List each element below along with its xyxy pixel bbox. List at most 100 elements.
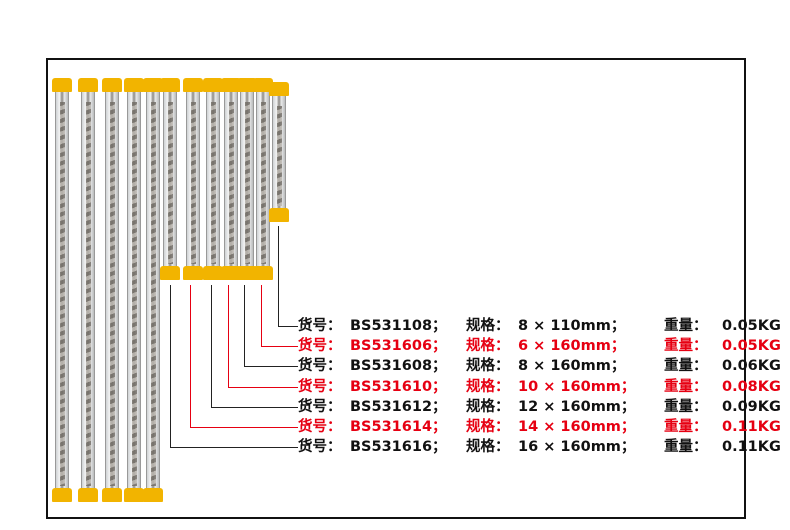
leader-line-vertical xyxy=(170,285,171,448)
spec-row: 货号： BS531108； 规格： 8 × 110mm； 重量： 0.05KG xyxy=(298,316,781,336)
tube-cap xyxy=(183,78,203,92)
drill-bit-tube xyxy=(272,86,286,220)
item-code: BS531616； xyxy=(350,439,447,456)
item-no-label: 货号： xyxy=(298,439,342,456)
weight-label: 重量： xyxy=(664,358,708,375)
spec-label: 规格： xyxy=(466,358,510,375)
drill-bit-tube xyxy=(163,82,177,278)
item-no-label: 货号： xyxy=(298,398,342,415)
tube-cap xyxy=(160,78,180,92)
weight-label: 重量： xyxy=(664,318,708,334)
leader-line-horizontal xyxy=(228,386,298,388)
leader-line-vertical xyxy=(278,226,279,326)
tube-cap xyxy=(237,266,257,280)
spec-row: 货号：BS531610；规格：10 × 160mm；重量：0.08KG xyxy=(298,377,781,397)
drill-bit-tube xyxy=(127,82,141,500)
item-code: BS531610； xyxy=(350,378,447,395)
tube-cap xyxy=(78,78,98,92)
spec-label: 规格： xyxy=(466,439,510,456)
spec-label: 规格： xyxy=(466,419,510,435)
drill-bit-tube xyxy=(224,82,238,278)
spec-row: 货号： BS531616； 规格： 16 × 160mm； 重量： 0.11KG xyxy=(298,437,781,457)
weight-value: 0.09KG xyxy=(722,398,781,415)
leader-line-vertical xyxy=(211,285,212,407)
tube-cap xyxy=(269,208,289,222)
item-no-label: 货号： xyxy=(298,378,342,395)
spec-value: 12 × 160mm； xyxy=(518,398,636,415)
tube-cap xyxy=(52,488,72,502)
leader-line-horizontal xyxy=(170,447,298,449)
image-frame xyxy=(46,58,746,519)
tube-cap xyxy=(102,488,122,502)
spec-value: 10 × 160mm； xyxy=(518,378,636,395)
tube-cap xyxy=(237,78,257,92)
tube-cap xyxy=(221,266,241,280)
leader-line-vertical xyxy=(261,285,262,347)
tube-cap xyxy=(124,78,144,92)
weight-label: 重量： xyxy=(664,398,708,415)
tube-cap xyxy=(78,488,98,502)
spec-label: 规格： xyxy=(466,378,510,395)
spec-row: 货号： BS531612； 规格： 12 × 160mm； 重量： 0.09KG xyxy=(298,397,781,417)
tube-cap xyxy=(183,266,203,280)
drill-bit-tube xyxy=(256,82,270,278)
spec-value: 8 × 160mm； xyxy=(518,358,626,375)
weight-value: 0.11KG xyxy=(722,439,781,456)
item-no-label: 货号： xyxy=(298,318,342,334)
weight-value: 0.05KG xyxy=(722,338,781,355)
weight-value: 0.11KG xyxy=(722,419,781,435)
tube-cap xyxy=(221,78,241,92)
spec-row: 货号： BS531608； 规格： 8 × 160mm； 重量： 0.06KG xyxy=(298,356,781,376)
drill-bit-tube xyxy=(55,82,69,500)
leader-line-horizontal xyxy=(190,427,298,428)
tube-cap xyxy=(269,82,289,96)
spec-row: 货号： BS531614； 规格： 14 × 160mm； 重量： 0.11KG xyxy=(298,417,781,437)
tube-cap xyxy=(160,266,180,280)
leader-line-horizontal xyxy=(261,346,298,348)
tube-cap xyxy=(124,488,144,502)
weight-label: 重量： xyxy=(664,419,708,435)
tube-cap xyxy=(102,78,122,92)
spec-value: 6 × 160mm； xyxy=(518,338,626,355)
drill-bit-tube xyxy=(105,82,119,500)
leader-line-vertical xyxy=(190,285,191,427)
tube-cap xyxy=(203,266,223,280)
item-no-label: 货号： xyxy=(298,338,342,355)
weight-label: 重量： xyxy=(664,338,708,355)
tube-cap xyxy=(203,78,223,92)
drill-bit-tube xyxy=(81,82,95,500)
item-code: BS531108； xyxy=(350,318,447,334)
spec-value: 8 × 110mm； xyxy=(518,318,626,334)
drill-bit-tube xyxy=(146,82,160,500)
tube-cap xyxy=(253,78,273,92)
weight-label: 重量： xyxy=(664,439,708,456)
item-code: BS531608； xyxy=(350,358,447,375)
leader-line-horizontal xyxy=(244,366,298,368)
spec-label: 规格： xyxy=(466,338,510,355)
leader-line-horizontal xyxy=(211,406,298,408)
weight-label: 重量： xyxy=(664,378,708,395)
spec-label: 规格： xyxy=(466,318,510,334)
item-no-label: 货号： xyxy=(298,358,342,375)
item-code: BS531612； xyxy=(350,398,447,415)
drill-bit-tube xyxy=(206,82,220,278)
tube-cap xyxy=(52,78,72,92)
item-code: BS531614； xyxy=(350,419,447,435)
tube-cap xyxy=(253,266,273,280)
item-code: BS531606； xyxy=(350,338,447,355)
spec-label: 规格： xyxy=(466,398,510,415)
leader-line-vertical xyxy=(228,285,229,387)
leader-line-horizontal xyxy=(278,326,298,327)
spec-row: 货号： BS531606； 规格： 6 × 160mm； 重量： 0.05KG xyxy=(298,336,781,356)
drill-bit-tube xyxy=(186,82,200,278)
drill-bit-tube xyxy=(240,82,254,278)
item-no-label: 货号： xyxy=(298,419,342,435)
tube-cap xyxy=(143,78,163,92)
spec-value: 14 × 160mm； xyxy=(518,419,636,435)
weight-value: 0.05KG xyxy=(722,318,781,334)
spec-value: 16 × 160mm； xyxy=(518,439,636,456)
weight-value: 0.06KG xyxy=(722,358,781,375)
tube-cap xyxy=(143,488,163,502)
leader-line-vertical xyxy=(244,285,245,367)
